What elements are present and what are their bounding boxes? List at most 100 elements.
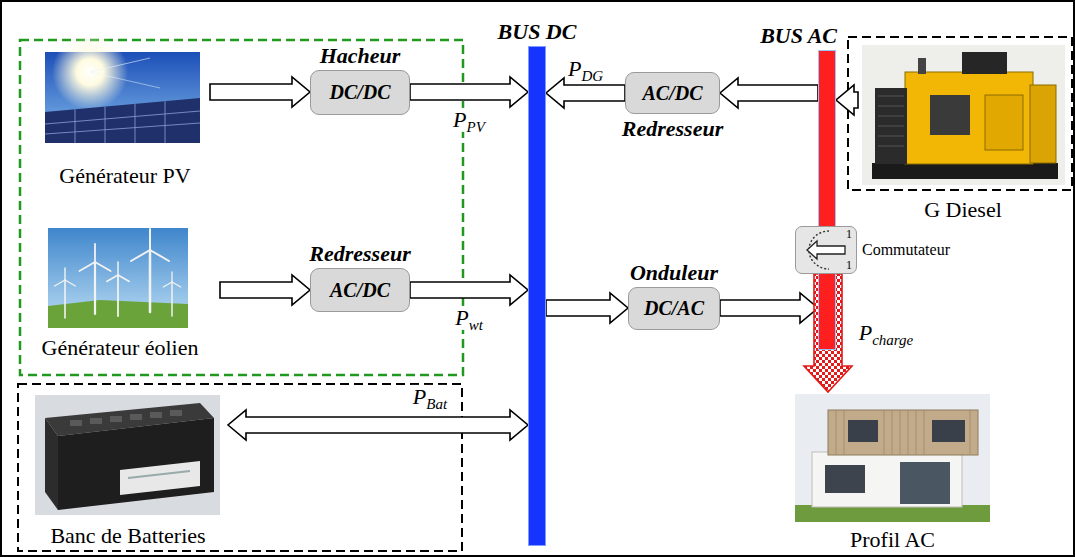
wind-turbine-picture [163,282,172,287]
wind-turbine-picture [131,250,150,261]
text-holder: BUS DC [498,19,577,44]
wind-turbine-picture [118,275,129,282]
power-flow-arrow [410,275,528,305]
dc-bus-bar: BUS DC [528,46,546,546]
house-picture [795,394,990,522]
power-flow-arrow [546,293,628,323]
diesel-generator-picture [862,45,1065,185]
ac-dc-rectifier: AC/DCRedresseur [625,72,720,114]
battery-picture [70,420,82,426]
diesel-generator-picture [878,96,904,97]
text-holder: Redresseur [309,241,410,266]
text-holder: 1 [846,228,852,241]
text-holder: Commutateur [862,241,950,259]
house-picture [795,505,990,522]
house-picture [916,410,917,455]
switch-arrow [807,241,845,259]
wind-turbine-picture [117,262,119,275]
wind-turbine-picture [55,229,181,318]
battery-picture [35,395,220,515]
power-flow-arrow [210,77,310,107]
diesel-generator-picture [985,95,1023,150]
power-flow-arrow [228,410,528,440]
wind-turbine-picture [149,229,151,250]
converter-name: Hacheur [320,43,401,68]
battery-picture [45,418,58,510]
generator-label: Générateur PV [59,163,190,188]
power-flow-arrow [410,77,528,107]
diesel-generator-picture [930,95,970,135]
power-flow-arrow [836,85,858,115]
storage-label: Banc de Batteries [50,523,205,548]
diesel-generator: G Diesel [858,42,1068,222]
solar-panel-picture [90,72,160,88]
wind-turbine-picture [48,228,188,328]
generator-label: Générateur éolien [42,335,199,360]
dc-dc-converter: HacheurDC/DC [310,70,410,115]
switch-label: Commutateur [862,241,950,259]
wind-turbine-picture [79,262,95,271]
transfer-switch: 11Commutateur [795,226,857,274]
wind-turbine-picture [55,280,65,286]
diesel-group-outline [848,37,1072,190]
text-holder: Onduleur [630,260,718,285]
solar-panel-picture [165,101,166,143]
wind-turbine-picture [149,250,152,312]
diesel-generator-picture [878,106,904,107]
diesel-generator-picture [875,88,907,164]
converter-type: AC/DC [330,279,390,302]
diesel-generator-picture [878,96,904,146]
wind-turbine-picture [64,280,66,318]
solar-panel-picture [90,58,150,72]
battery-picture [170,410,182,416]
converter-type: AC/DC [642,82,702,105]
wind-turbine-picture [171,272,172,282]
wind-turbine-picture [117,275,119,316]
house-picture [892,410,893,455]
house-picture [836,410,837,455]
power-flow-arrow [720,78,818,108]
house-picture [900,410,901,455]
house-picture [900,462,950,504]
diesel-generator-picture [878,136,904,137]
ac-dc-rectifier: RedresseurAC/DC [310,268,410,312]
house-picture [812,452,962,507]
diesel-generator-picture [862,45,1065,185]
position-number: 1 [846,259,852,272]
ac-bus-bar: BUS AC [818,50,836,350]
solar-panel-picture [135,104,136,143]
diesel-generator-picture [905,72,1033,164]
battery-picture [110,416,122,422]
house-picture [828,410,978,455]
wind-generator: Générateur éolien [20,225,220,360]
wind-turbine-picture [172,282,181,287]
wind-turbine-picture [95,262,111,271]
battery-picture [58,418,214,510]
battery-picture [120,461,200,495]
power-label: PDG [566,57,605,81]
power-label: Pcharge [857,321,916,345]
solar-panel-picture [45,98,200,143]
battery-picture [128,471,190,478]
dc-ac-inverter: OnduleurDC/AC [628,287,720,330]
wind-turbine-picture [65,280,75,286]
power-flow-arrow [720,293,818,323]
battery-bank: Banc de Batteries [28,392,228,548]
solar-panel-picture [45,34,200,143]
converter-name: Onduleur [630,260,718,285]
pv-generator: Générateur PV [40,50,210,188]
bus-label: BUS DC [498,19,577,44]
diesel-generator-picture [872,163,1058,179]
wind-turbine-picture [171,282,173,316]
position-number: 1 [846,228,852,241]
diesel-generator-picture [878,126,904,127]
battery-picture [130,414,142,420]
battery-picture [90,418,102,424]
load-label: Profil AC [850,527,935,552]
power-flow-arrow [220,275,310,305]
battery-picture [70,410,182,426]
battery-picture [150,412,162,418]
